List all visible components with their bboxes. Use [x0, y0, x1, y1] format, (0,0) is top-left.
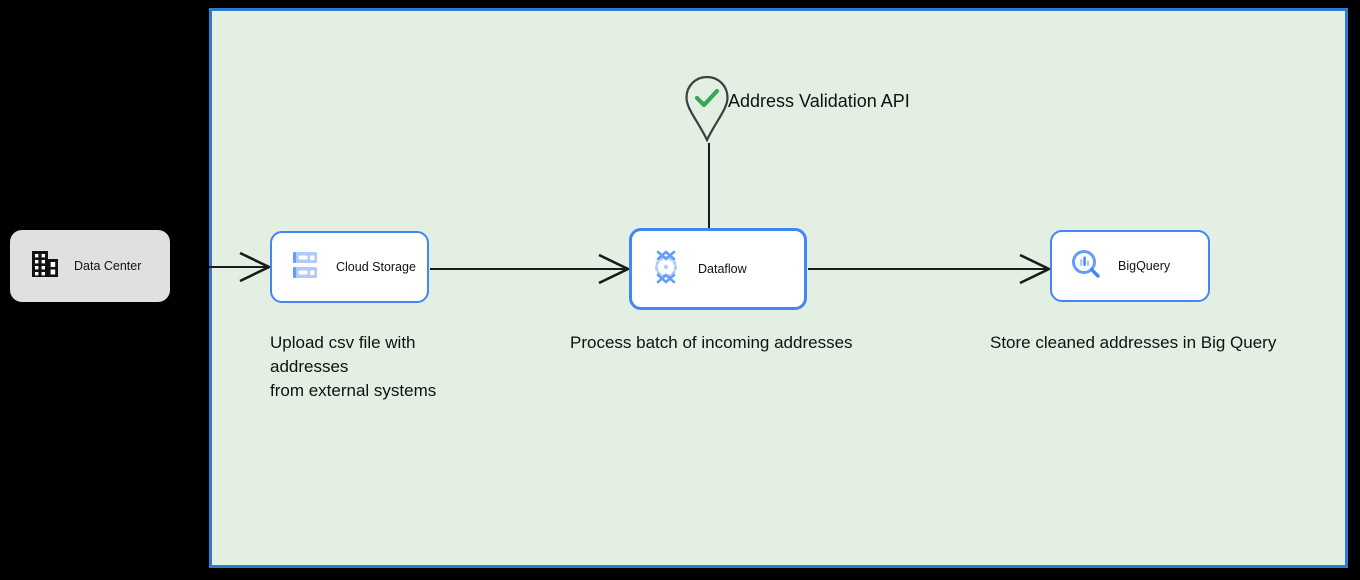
- caption-store: Store cleaned addresses in Big Query: [990, 333, 1277, 352]
- cloud-storage-node[interactable]: Cloud Storage: [270, 231, 429, 303]
- cloud-storage-icon: [290, 249, 320, 286]
- caption-upload: Upload csv file with addresses from exte…: [270, 333, 437, 400]
- building-icon: [30, 249, 60, 284]
- bigquery-node[interactable]: BigQuery: [1050, 230, 1210, 302]
- cloud-storage-label: Cloud Storage: [336, 260, 416, 274]
- dataflow-icon: [650, 249, 682, 290]
- data-center-node[interactable]: Data Center: [10, 230, 170, 302]
- map-pin-check-icon: [684, 75, 730, 148]
- caption-process: Process batch of incoming addresses: [570, 333, 853, 352]
- dataflow-node[interactable]: Dataflow: [629, 228, 807, 310]
- bigquery-icon: [1070, 248, 1102, 285]
- address-validation-api-node[interactable]: Address Validation API: [684, 75, 913, 143]
- bigquery-label: BigQuery: [1118, 259, 1171, 273]
- data-center-label: Data Center: [74, 259, 142, 273]
- address-validation-api-label: Address Validation API: [728, 91, 910, 111]
- dataflow-label: Dataflow: [698, 262, 747, 276]
